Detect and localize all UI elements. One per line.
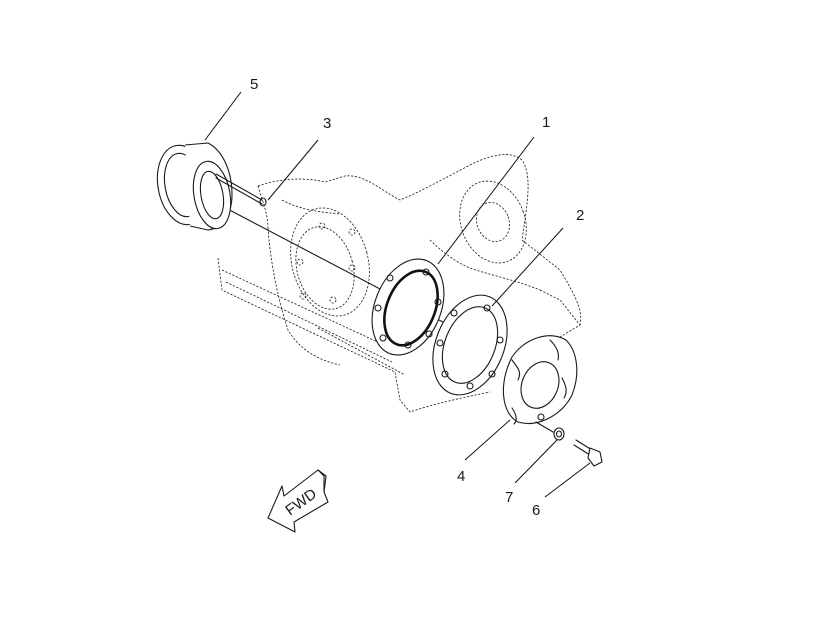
main-housing xyxy=(217,154,582,413)
part-2-plate xyxy=(432,294,508,396)
part-6-bolt xyxy=(535,421,603,467)
callout-2: 2 xyxy=(576,207,584,224)
part-7-washer xyxy=(553,427,565,441)
callout-6: 6 xyxy=(532,502,540,519)
part-4-retainer xyxy=(502,335,578,425)
leader-lines xyxy=(204,91,591,498)
callout-3: 3 xyxy=(323,115,331,132)
part-5-sleeve xyxy=(156,142,233,231)
callout-labels: 5 3 1 2 4 7 6 xyxy=(250,76,584,519)
callout-1: 1 xyxy=(542,114,550,131)
callout-5: 5 xyxy=(250,76,258,93)
callout-4: 4 xyxy=(457,468,465,485)
part-1-gasket xyxy=(371,258,445,356)
callout-7: 7 xyxy=(505,489,513,506)
part-3-pin xyxy=(215,173,267,207)
fwd-direction-arrow: FWD xyxy=(267,469,329,533)
